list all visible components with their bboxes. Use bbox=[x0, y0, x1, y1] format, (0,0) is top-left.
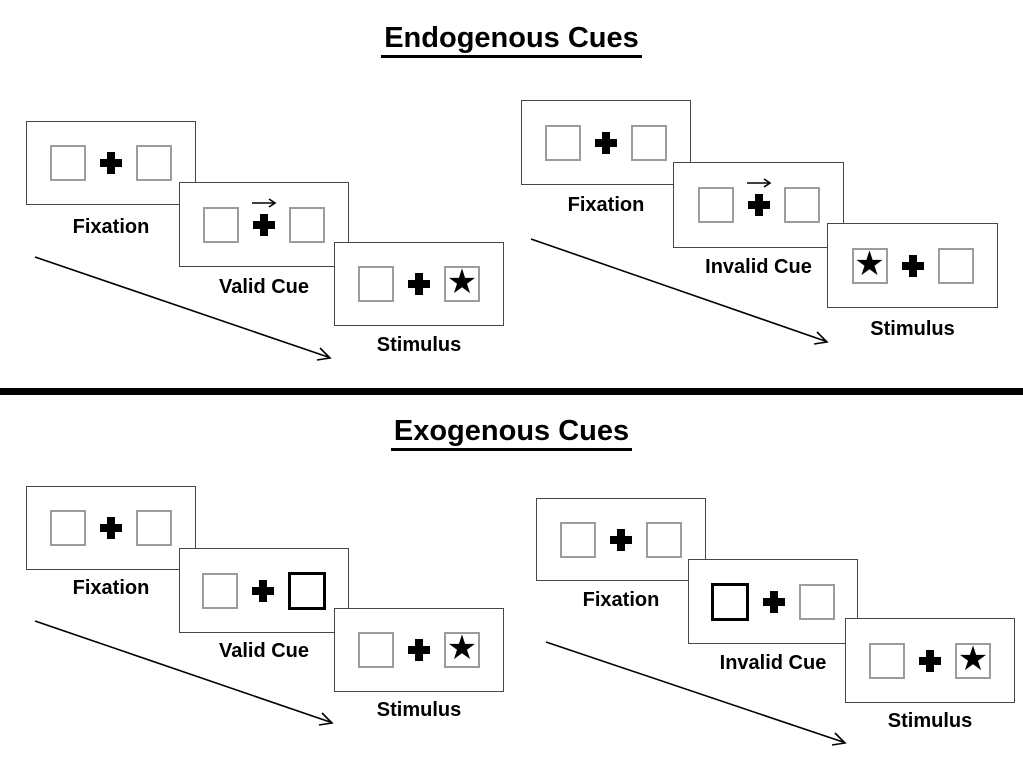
right-arrow-cue-icon bbox=[252, 197, 277, 208]
left-placeholder-box bbox=[50, 510, 86, 546]
fixation-cross-icon bbox=[610, 528, 632, 551]
left-placeholder-box bbox=[358, 266, 394, 302]
panel-label: Valid Cue bbox=[218, 640, 310, 662]
panel-label: Stimulus bbox=[376, 699, 462, 721]
panel-label: Valid Cue bbox=[218, 276, 310, 298]
endogenous-section-title: Endogenous Cues bbox=[0, 22, 1023, 58]
target-star-icon: ★ bbox=[446, 262, 478, 302]
right-placeholder-box bbox=[937, 247, 974, 284]
left-placeholder-box bbox=[869, 642, 905, 679]
target-star-icon: ★ bbox=[957, 638, 989, 679]
right-placeholder-box: ★ bbox=[444, 262, 480, 302]
exogenous-valid-stimulus-panel: ★ bbox=[334, 608, 504, 692]
endogenous-invalid-fixation-panel bbox=[521, 100, 691, 185]
right-placeholder-box bbox=[136, 145, 172, 181]
fixation-cross-icon bbox=[746, 178, 771, 216]
fixation-cross-icon bbox=[763, 590, 785, 613]
right-placeholder-box: ★ bbox=[444, 628, 480, 668]
right-placeholder-box bbox=[783, 187, 820, 223]
exogenous-section-title: Exogenous Cues bbox=[0, 415, 1023, 451]
exogenous-invalid-cue-panel bbox=[688, 559, 858, 644]
endogenous-invalid-cue-panel bbox=[673, 162, 844, 248]
right-placeholder-box bbox=[631, 124, 667, 161]
endogenous-valid-stimulus-panel: ★ bbox=[334, 242, 504, 326]
left-placeholder-box bbox=[697, 187, 734, 223]
right-placeholder-box bbox=[289, 206, 325, 243]
panel-label: Fixation bbox=[72, 216, 150, 238]
endogenous-invalid-stimulus-panel: ★ bbox=[827, 223, 998, 308]
panel-label: Stimulus bbox=[887, 710, 973, 732]
left-placeholder-box bbox=[545, 124, 581, 161]
target-star-icon: ★ bbox=[854, 243, 885, 284]
fixation-cross-icon bbox=[595, 131, 617, 154]
left-placeholder-box bbox=[358, 632, 394, 668]
timeline-arrow bbox=[530, 238, 829, 345]
fixation-cross-icon bbox=[408, 639, 430, 661]
fixation-cross-icon bbox=[100, 517, 122, 539]
right-placeholder-box bbox=[646, 521, 682, 558]
left-placeholder-box bbox=[202, 572, 238, 609]
fixation-cross-icon bbox=[408, 273, 430, 295]
exogenous-valid-fixation-panel bbox=[26, 486, 196, 570]
fixation-cross-icon bbox=[100, 152, 122, 174]
timeline-arrow bbox=[34, 256, 332, 361]
fixation-cross-icon bbox=[252, 197, 277, 236]
fixation-cross-icon bbox=[252, 579, 274, 602]
target-star-icon: ★ bbox=[446, 628, 478, 668]
left-placeholder-box bbox=[203, 206, 239, 243]
panel-label: Fixation bbox=[72, 577, 150, 599]
panel-label: Stimulus bbox=[870, 318, 955, 340]
exogenous-valid-cue-panel bbox=[179, 548, 349, 633]
fixation-cross-icon bbox=[901, 254, 924, 277]
section-divider bbox=[0, 388, 1023, 395]
timeline-arrow bbox=[545, 641, 847, 746]
left-placeholder-box bbox=[50, 145, 86, 181]
right-placeholder-box bbox=[136, 510, 172, 546]
highlighted-cue-box bbox=[288, 571, 326, 610]
timeline-arrow bbox=[34, 620, 334, 726]
highlighted-cue-box bbox=[711, 582, 749, 621]
endogenous-valid-fixation-panel bbox=[26, 121, 196, 205]
right-placeholder-box bbox=[799, 583, 835, 620]
fixation-cross-icon bbox=[919, 649, 941, 672]
exogenous-invalid-fixation-panel bbox=[536, 498, 706, 581]
panel-label: Invalid Cue bbox=[705, 256, 812, 278]
endogenous-valid-cue-panel bbox=[179, 182, 349, 267]
panel-label: Fixation bbox=[567, 194, 645, 216]
left-placeholder-box: ★ bbox=[851, 243, 888, 284]
left-placeholder-box bbox=[560, 521, 596, 558]
panel-label: Fixation bbox=[582, 589, 660, 611]
panel-label: Invalid Cue bbox=[719, 652, 827, 674]
exogenous-invalid-stimulus-panel: ★ bbox=[845, 618, 1015, 703]
right-arrow-cue-icon bbox=[746, 178, 771, 188]
right-placeholder-box: ★ bbox=[955, 638, 991, 679]
panel-label: Stimulus bbox=[376, 334, 462, 356]
